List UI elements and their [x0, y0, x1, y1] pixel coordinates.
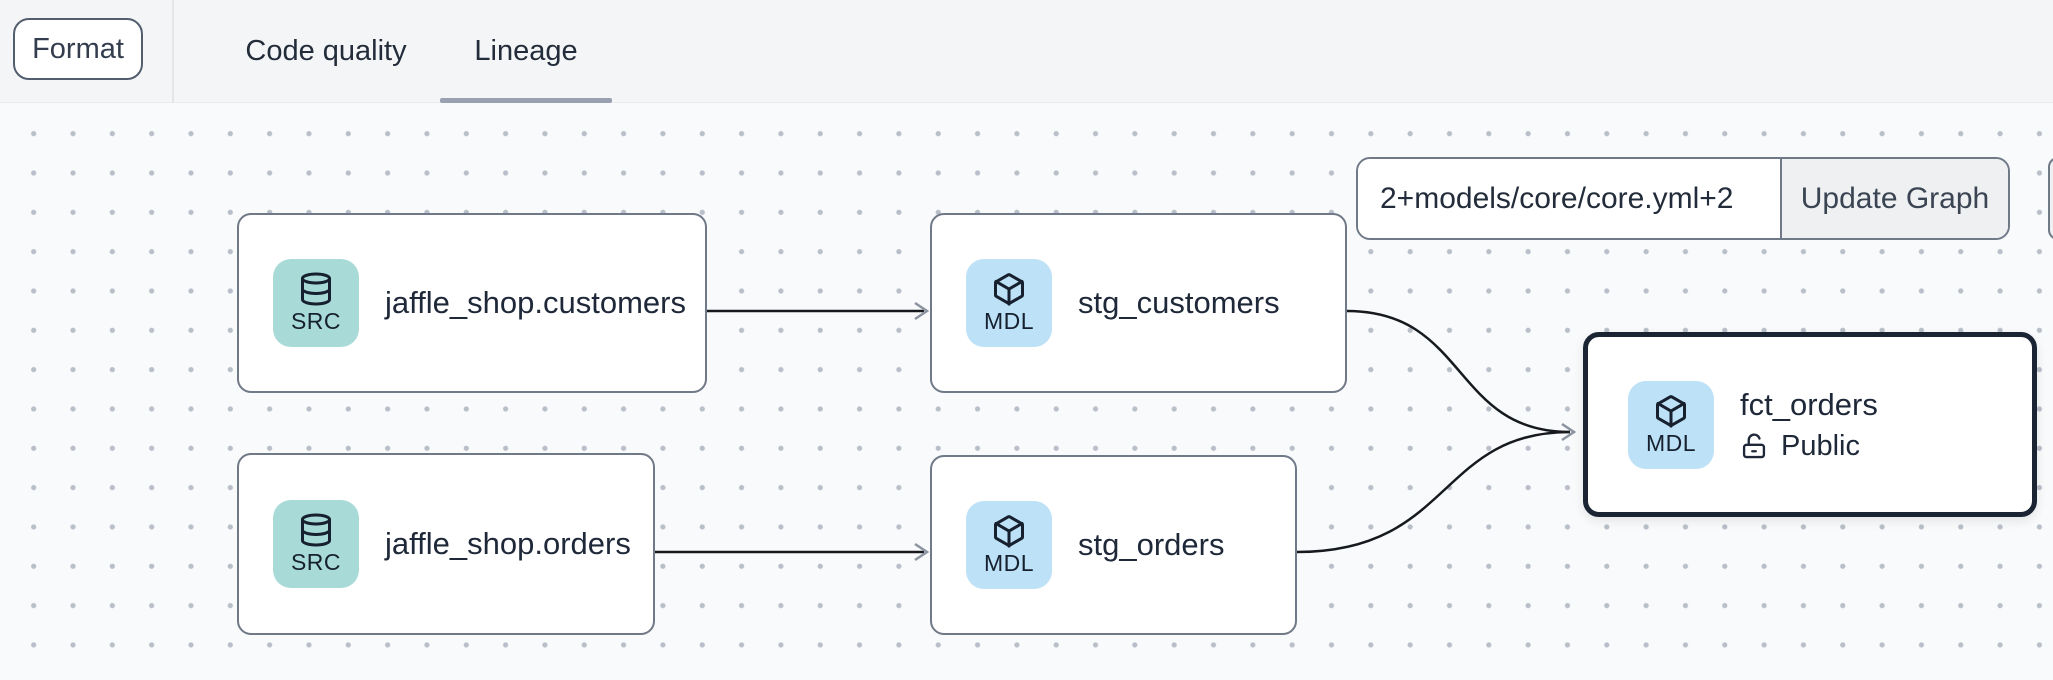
cube-icon — [994, 515, 1024, 548]
tab-code-quality[interactable]: Code quality — [245, 35, 407, 67]
editor-toolbar: Format Code quality Lineage — [0, 0, 2053, 103]
access-row: Public — [1740, 430, 1878, 463]
node-stg-orders[interactable]: MDL stg_orders — [930, 455, 1297, 635]
badge-label: SRC — [290, 549, 342, 575]
tab-lineage[interactable]: Lineage — [440, 0, 612, 103]
node-title: fct_orders — [1740, 386, 1878, 422]
graph-selector-group: Update Graph — [1356, 157, 2010, 240]
node-title: stg_customers — [1078, 285, 1280, 320]
badge-label: MDL — [983, 308, 1035, 334]
node-stg-customers[interactable]: MDL stg_customers — [930, 213, 1347, 393]
model-badge: MDL — [966, 501, 1052, 589]
node-text-column: fct_orders Public — [1740, 387, 1878, 463]
node-title: jaffle_shop.customers — [385, 285, 686, 320]
update-graph-button[interactable]: Update Graph — [1780, 159, 2008, 238]
database-icon — [301, 272, 331, 306]
node-jaffle-shop-orders[interactable]: SRC jaffle_shop.orders — [237, 453, 655, 635]
cube-icon — [1656, 394, 1686, 428]
source-badge: SRC — [273, 500, 359, 588]
model-badge: MDL — [1628, 380, 1714, 469]
cutoff-button[interactable] — [2048, 157, 2053, 240]
model-badge: MDL — [966, 259, 1052, 347]
node-fct-orders[interactable]: MDL fct_orders Public — [1583, 332, 2037, 517]
active-tab-indicator — [440, 98, 612, 103]
graph-selector-input[interactable] — [1358, 159, 1780, 238]
node-title: jaffle_shop.orders — [385, 526, 631, 561]
badge-label: MDL — [983, 550, 1035, 576]
cube-icon — [994, 273, 1024, 306]
badge-label: MDL — [1645, 429, 1697, 456]
unlock-icon — [1742, 433, 1766, 459]
database-icon — [301, 513, 331, 547]
node-title: stg_orders — [1078, 527, 1225, 562]
access-label: Public — [1781, 429, 1860, 462]
toolbar-divider — [172, 0, 174, 103]
badge-label: SRC — [290, 308, 342, 334]
format-button[interactable]: Format — [13, 18, 143, 80]
tab-lineage-label: Lineage — [474, 35, 578, 67]
node-jaffle-shop-customers[interactable]: SRC jaffle_shop.customers — [237, 213, 707, 393]
source-badge: SRC — [273, 259, 359, 347]
